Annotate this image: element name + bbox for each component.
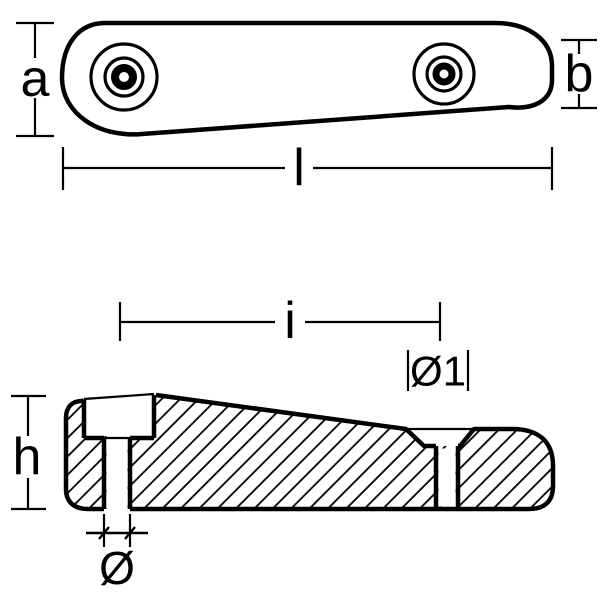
left-hole (89, 42, 159, 112)
dimension-b-label: b (565, 45, 594, 103)
background-edges (83, 392, 474, 440)
dimension-d-ticks (86, 526, 148, 540)
dimension-b-lines (561, 38, 597, 110)
dimension-d-label: Ø (99, 542, 135, 594)
counterbore-walls (81, 395, 157, 441)
dimension-l-label: l (293, 139, 305, 197)
dimension-a: a (16, 21, 54, 138)
dimension-i-label: i (284, 292, 296, 350)
right-slot-walls (433, 446, 461, 509)
dimension-l: l (61, 139, 554, 197)
right-hole (412, 42, 476, 106)
section-view: i Ø1 h Ø (11, 292, 556, 594)
dimension-a-label: a (21, 50, 50, 108)
dimension-a-lines (16, 21, 54, 138)
dimension-h-lines (11, 394, 46, 511)
dimension-l-lines (61, 147, 554, 190)
dimension-d-extension-lines (102, 514, 132, 547)
right-slot-void (438, 448, 456, 507)
section-outline-top-slope (155, 392, 436, 449)
section-outline-left (63, 397, 104, 512)
top-view-outline (59, 20, 555, 137)
left-slot-walls (101, 438, 133, 509)
dimension-d1: Ø1 (406, 348, 470, 395)
dimension-d1-lines (406, 350, 470, 391)
dimension-d: Ø (86, 514, 148, 594)
left-slot-void (106, 436, 128, 514)
dimension-i-lines (118, 302, 442, 341)
dimension-h-label: h (13, 428, 42, 486)
section-body-hatch (66, 395, 553, 509)
dimension-b: b (561, 38, 597, 110)
dimension-h: h (11, 394, 46, 511)
dimension-i: i (118, 292, 442, 350)
dimension-d1-label: Ø1 (410, 348, 466, 395)
top-view: a b l (16, 20, 597, 197)
section-outline-right (130, 426, 556, 512)
